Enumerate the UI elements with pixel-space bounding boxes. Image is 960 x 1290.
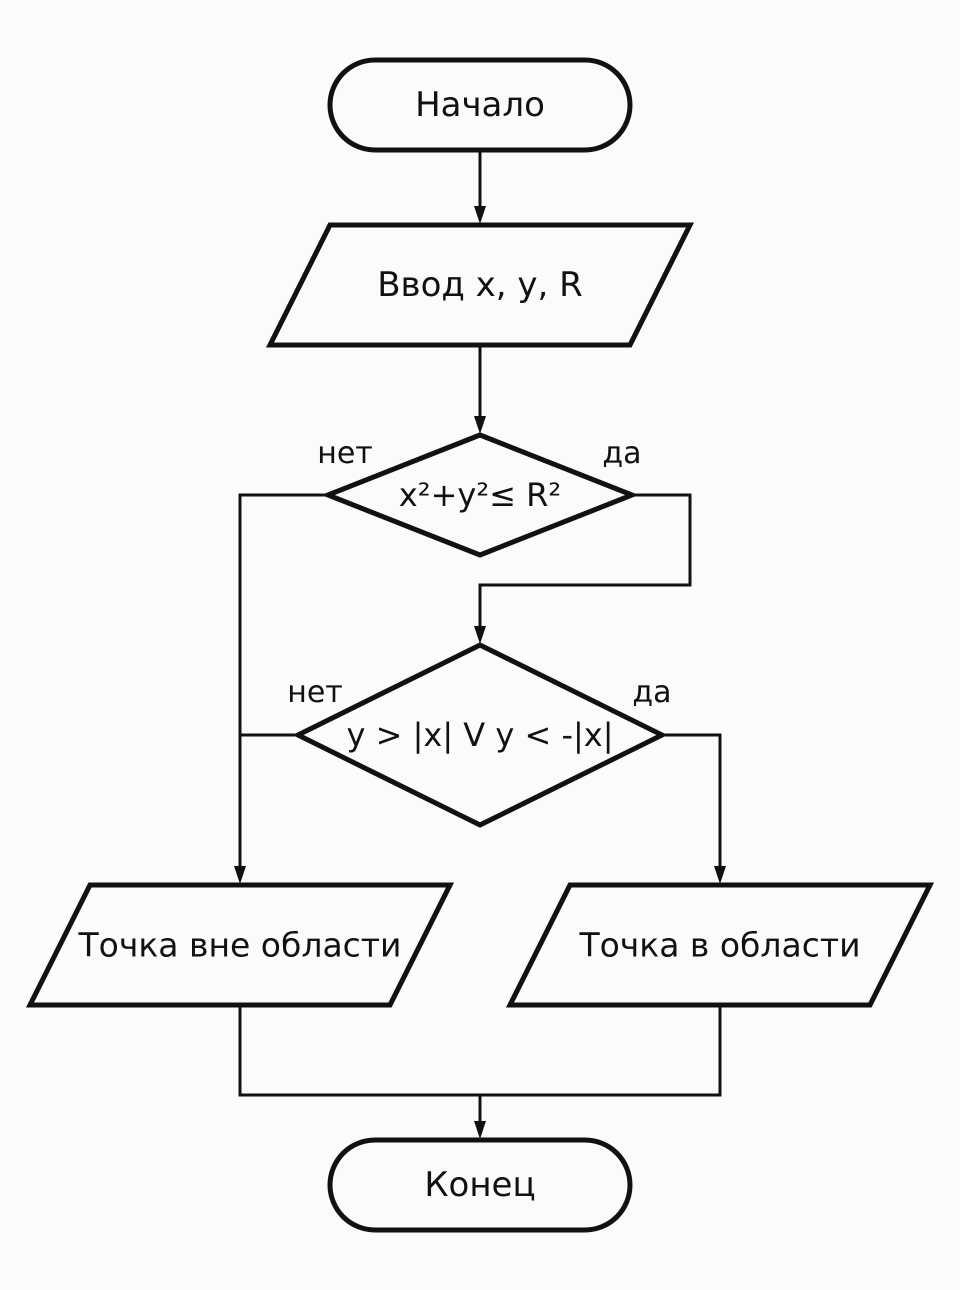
edge-condition1-yes (478, 493, 692, 630)
arrowhead-output-inside (714, 866, 726, 884)
arrowhead-end (474, 1121, 486, 1139)
start-terminal (327, 57, 633, 153)
edge-condition1-no (238, 493, 328, 870)
output-outside-block (25, 882, 455, 1008)
end-terminal (327, 1137, 633, 1233)
arrowhead-output-outside (234, 866, 246, 884)
connectors (238, 150, 722, 1125)
end-label: Конец (424, 1165, 535, 1205)
edge-inside-to-merge (480, 1005, 722, 1097)
condition1-label: x²+y²≤ R² (399, 476, 561, 514)
edge-outside-to-merge (238, 1005, 480, 1097)
condition2-diamond (292, 642, 668, 828)
condition1-diamond (321, 432, 639, 558)
condition1-yes-label: да (602, 436, 641, 471)
condition2-yes-label: да (632, 675, 671, 710)
output-outside-label: Точка вне области (78, 926, 402, 965)
edge-condition2-yes (662, 733, 722, 870)
output-inside-block (505, 882, 935, 1008)
input-label: Ввод x, y, R (377, 265, 583, 305)
condition2-no-label: нет (287, 675, 343, 710)
arrowheads (234, 206, 726, 1139)
output-inside-label: Точка в области (578, 926, 860, 965)
condition2-label: y > |x| V y < -|x| (347, 716, 614, 754)
arrowhead-condition2 (474, 626, 486, 644)
arrowhead-input (474, 206, 486, 224)
condition1-no-label: нет (317, 436, 373, 471)
input-block (265, 222, 695, 348)
arrowhead-condition1 (474, 416, 486, 434)
start-label: Начало (415, 85, 545, 125)
